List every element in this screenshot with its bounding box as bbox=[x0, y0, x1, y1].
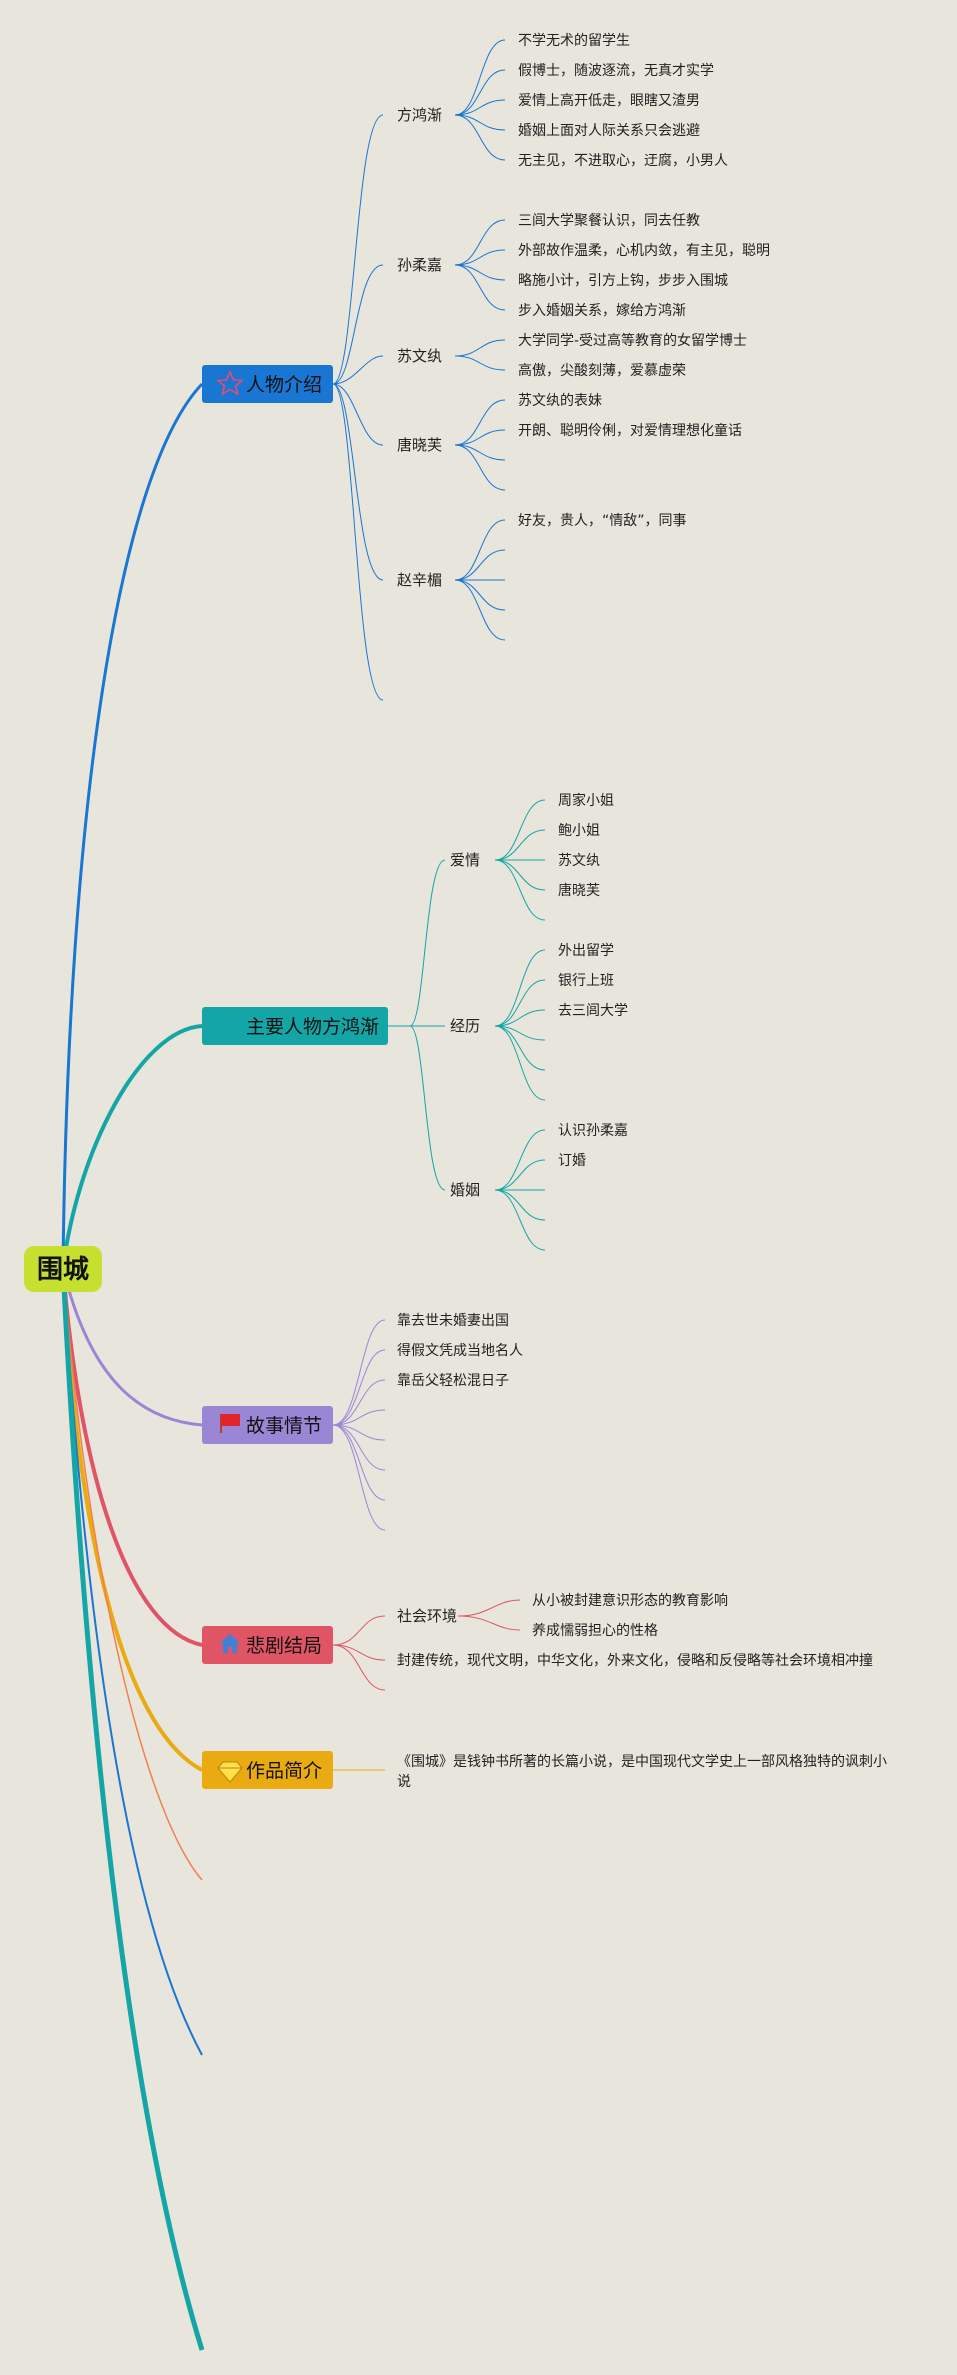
branch-intro[interactable]: 作品简介 bbox=[202, 1751, 333, 1789]
sub-zhao[interactable]: 赵辛楣 bbox=[397, 571, 442, 589]
leaf[interactable]: 开朗、聪明伶俐，对爱情理想化童话 bbox=[518, 422, 742, 439]
leaf[interactable]: 靠去世未婚妻出国 bbox=[397, 1313, 509, 1329]
connector-people bbox=[61, 382, 204, 1269]
branch-people-label: 人物介绍 bbox=[246, 374, 322, 396]
leaf[interactable]: 三闾大学聚餐认识，同去任教 bbox=[518, 213, 700, 229]
leaf[interactable]: 大学同学-受过高等教育的女留学博士 bbox=[518, 332, 747, 349]
leaf[interactable]: 封建传统，现代文明，中华文化，外来文化，侵略和反侵略等社会环境相冲撞 bbox=[397, 1652, 873, 1669]
sub-marriage[interactable]: 婚姻 bbox=[450, 1181, 480, 1199]
connector-story bbox=[61, 1267, 203, 1427]
leaf[interactable]: 从小被封建意识形态的教育影响 bbox=[532, 1592, 728, 1609]
connector-tragedy bbox=[61, 1267, 203, 1647]
branch-hero-label: 主要人物方鸿渐 bbox=[246, 1016, 379, 1038]
branch-people[interactable]: 人物介绍 bbox=[202, 365, 333, 403]
leaf[interactable]: 假博士，随波逐流，无真才实学 bbox=[518, 62, 714, 79]
connector-empty-blue bbox=[62, 1267, 203, 2056]
leaf[interactable]: 步入婚姻关系，嫁给方鸿渐 bbox=[518, 302, 686, 319]
root-label: 围城 bbox=[37, 1255, 89, 1285]
sub-love[interactable]: 爱情 bbox=[450, 851, 480, 869]
leaf[interactable]: 无主见，不进取心，迂腐，小男人 bbox=[518, 152, 728, 169]
sub-sun[interactable]: 孙柔嘉 bbox=[397, 256, 442, 274]
leaf[interactable]: 认识孙柔嘉 bbox=[558, 1123, 628, 1139]
leaf[interactable]: 靠岳父轻松混日子 bbox=[397, 1373, 509, 1389]
leaf[interactable]: 外出留学 bbox=[558, 943, 614, 959]
leaf[interactable]: 周家小姐 bbox=[558, 792, 614, 809]
connector-empty-orange bbox=[62, 1267, 203, 1881]
house-icon bbox=[220, 1634, 240, 1653]
leaf[interactable]: 去三闾大学 bbox=[558, 1003, 628, 1019]
intro-text-line1[interactable]: 《围城》是钱钟书所著的长篇小说，是中国现代文学史上一部风格独特的讽刺小 bbox=[397, 1753, 887, 1770]
sub-experience[interactable]: 经历 bbox=[450, 1017, 480, 1035]
branch-tragedy-label: 悲剧结局 bbox=[246, 1635, 322, 1657]
leaf[interactable]: 银行上班 bbox=[558, 973, 614, 989]
leaf[interactable]: 订婚 bbox=[558, 1153, 586, 1169]
intro-text-line2[interactable]: 说 bbox=[397, 1774, 411, 1790]
sub-su[interactable]: 苏文纨 bbox=[397, 347, 442, 365]
leaf[interactable]: 苏文纨的表妹 bbox=[518, 393, 602, 409]
sub-social-env[interactable]: 社会环境 bbox=[397, 1607, 457, 1625]
leaf[interactable]: 好友，贵人，“情敌”，同事 bbox=[518, 513, 687, 529]
connector-hero bbox=[61, 1024, 203, 1269]
leaf[interactable]: 爱情上高开低走，眼瞎又渣男 bbox=[518, 92, 700, 109]
branch-tragedy[interactable]: 悲剧结局 bbox=[202, 1626, 333, 1664]
leaf[interactable]: 鲍小姐 bbox=[558, 823, 600, 839]
branch-intro-label: 作品简介 bbox=[246, 1760, 322, 1782]
branch-story-label: 故事情节 bbox=[246, 1415, 322, 1437]
connector-empty-teal bbox=[60, 1267, 205, 2351]
leaf[interactable]: 略施小计，引方上钩，步步入围城 bbox=[518, 273, 728, 289]
leaf[interactable]: 得假文凭成当地名人 bbox=[397, 1342, 523, 1359]
leaf[interactable]: 不学无术的留学生 bbox=[518, 33, 630, 49]
flag-icon bbox=[220, 1414, 240, 1433]
leaf[interactable]: 外部故作温柔，心机内敛，有主见，聪明 bbox=[518, 243, 770, 259]
leaf[interactable]: 苏文纨 bbox=[558, 853, 600, 869]
star-icon bbox=[215, 370, 245, 396]
sub-fang[interactable]: 方鸿渐 bbox=[397, 106, 442, 124]
root-node[interactable]: 围城 bbox=[24, 1246, 102, 1292]
leaf[interactable]: 养成懦弱担心的性格 bbox=[532, 1622, 658, 1639]
branch-hero[interactable]: 主要人物方鸿渐 bbox=[202, 1007, 388, 1045]
sub-tang[interactable]: 唐晓芙 bbox=[397, 436, 442, 454]
leaf[interactable]: 婚姻上面对人际关系只会逃避 bbox=[518, 123, 700, 139]
leaf[interactable]: 唐晓芙 bbox=[558, 882, 600, 899]
branch-story[interactable]: 故事情节 bbox=[202, 1406, 333, 1444]
gem-icon bbox=[217, 1761, 243, 1783]
leaf[interactable]: 高傲，尖酸刻薄，爱慕虚荣 bbox=[518, 362, 686, 379]
